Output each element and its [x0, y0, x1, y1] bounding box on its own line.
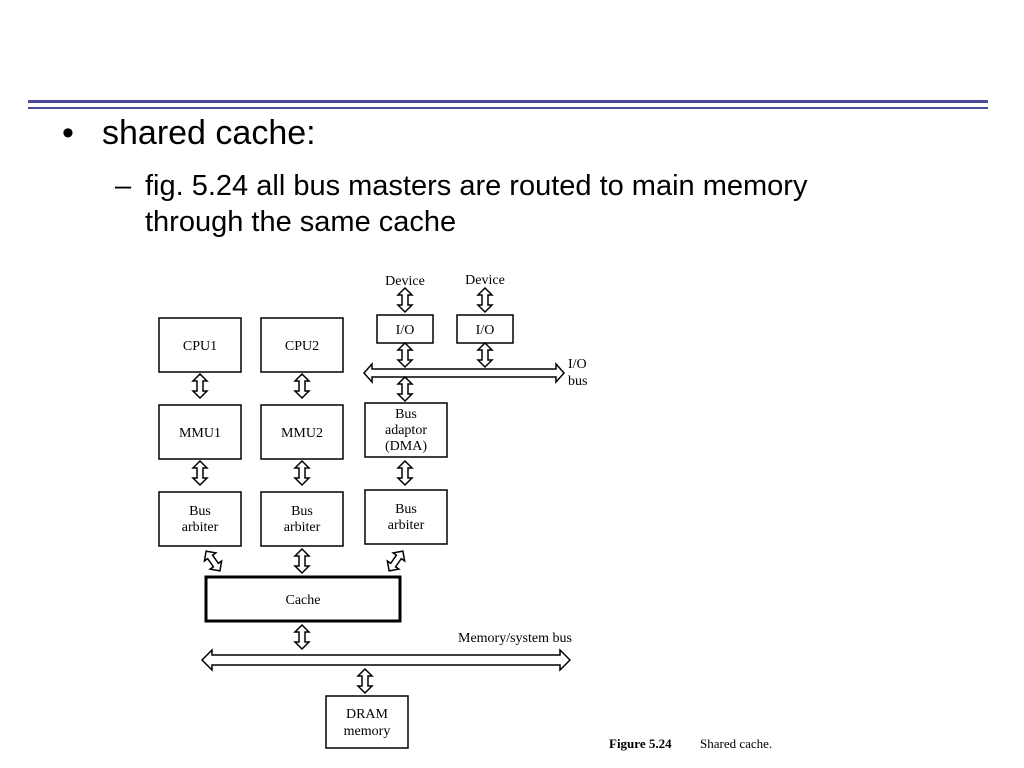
- bus-arbiter-1-box: [158, 491, 242, 547]
- bus-adaptor-line2: adaptor: [385, 423, 427, 438]
- cpu1-label: CPU1: [183, 339, 217, 354]
- bus-adaptor-box: [364, 402, 448, 458]
- bus-arbiter-1-line1: Bus: [189, 504, 211, 519]
- cache-box: [204, 575, 402, 623]
- mmu1-label: MMU1: [179, 426, 221, 441]
- bus-adaptor-line1: Bus: [395, 407, 417, 422]
- cache-label: Cache: [286, 593, 321, 608]
- sub-bullet-marker: –: [115, 170, 132, 202]
- bus-adaptor-line3: (DMA): [385, 439, 427, 454]
- title-rule-bottom: [28, 107, 988, 109]
- io-1-label: I/O: [396, 323, 415, 338]
- dram-box: [325, 695, 409, 749]
- io-bus-line1: I/O: [568, 357, 587, 372]
- memory-bus-label: Memory/system bus: [458, 631, 572, 646]
- dram-line1: DRAM: [346, 707, 389, 722]
- bullet-marker: •: [62, 114, 74, 152]
- io-bus-line2: bus: [568, 374, 587, 389]
- cpu2-box: [260, 317, 344, 373]
- cpu1-box: [158, 317, 242, 373]
- arbiter2-cache-arrow: [294, 548, 310, 574]
- arbiter1-cache-arrow: [199, 546, 227, 576]
- device1-io1-arrow: [397, 287, 413, 313]
- dram-line2: memory: [344, 724, 391, 739]
- cpu2-label: CPU2: [285, 339, 319, 354]
- bus-arbiter-2-line2: arbiter: [284, 520, 321, 535]
- io2-bus-arrow: [477, 342, 493, 368]
- cpu1-mmu1-arrow: [192, 373, 208, 399]
- iobus-adaptor-arrow: [397, 376, 413, 402]
- figure-caption-label: Figure 5.24: [609, 736, 672, 751]
- bus-arbiter-3-box: [364, 489, 448, 545]
- cache-membus-arrow: [294, 624, 310, 650]
- mmu1-arbiter1-arrow: [192, 460, 208, 486]
- adaptor-arbiter3-arrow: [397, 460, 413, 486]
- cpu2-mmu2-arrow: [294, 373, 310, 399]
- arbiter3-cache-arrow: [382, 546, 410, 576]
- mmu2-label: MMU2: [281, 426, 323, 441]
- mmu2-box: [260, 404, 344, 460]
- sub-bullet-line-1: fig. 5.24 all bus masters are routed to …: [145, 170, 808, 202]
- memory-bus-arrow: [200, 648, 572, 672]
- sub-bullet-line-2: through the same cache: [145, 206, 457, 238]
- device2-io2-arrow: [477, 287, 493, 313]
- io-2-label: I/O: [476, 323, 495, 338]
- bus-arbiter-2-box: [260, 491, 344, 547]
- bus-arbiter-3-line2: arbiter: [388, 518, 425, 533]
- title-rule-top: [28, 100, 988, 103]
- bus-arbiter-1-line2: arbiter: [182, 520, 219, 535]
- device-1-label: Device: [385, 274, 425, 289]
- io1-bus-arrow: [397, 342, 413, 368]
- device-2-label: Device: [465, 273, 505, 288]
- bullet-text: shared cache:: [102, 114, 316, 152]
- mmu2-arbiter2-arrow: [294, 460, 310, 486]
- mmu1-box: [158, 404, 242, 460]
- membus-dram-arrow: [357, 668, 373, 694]
- bus-arbiter-3-line1: Bus: [395, 502, 417, 517]
- figure-caption-text: Shared cache.: [700, 736, 772, 751]
- io-bus-arrow: [362, 362, 566, 384]
- bus-arbiter-2-line1: Bus: [291, 504, 313, 519]
